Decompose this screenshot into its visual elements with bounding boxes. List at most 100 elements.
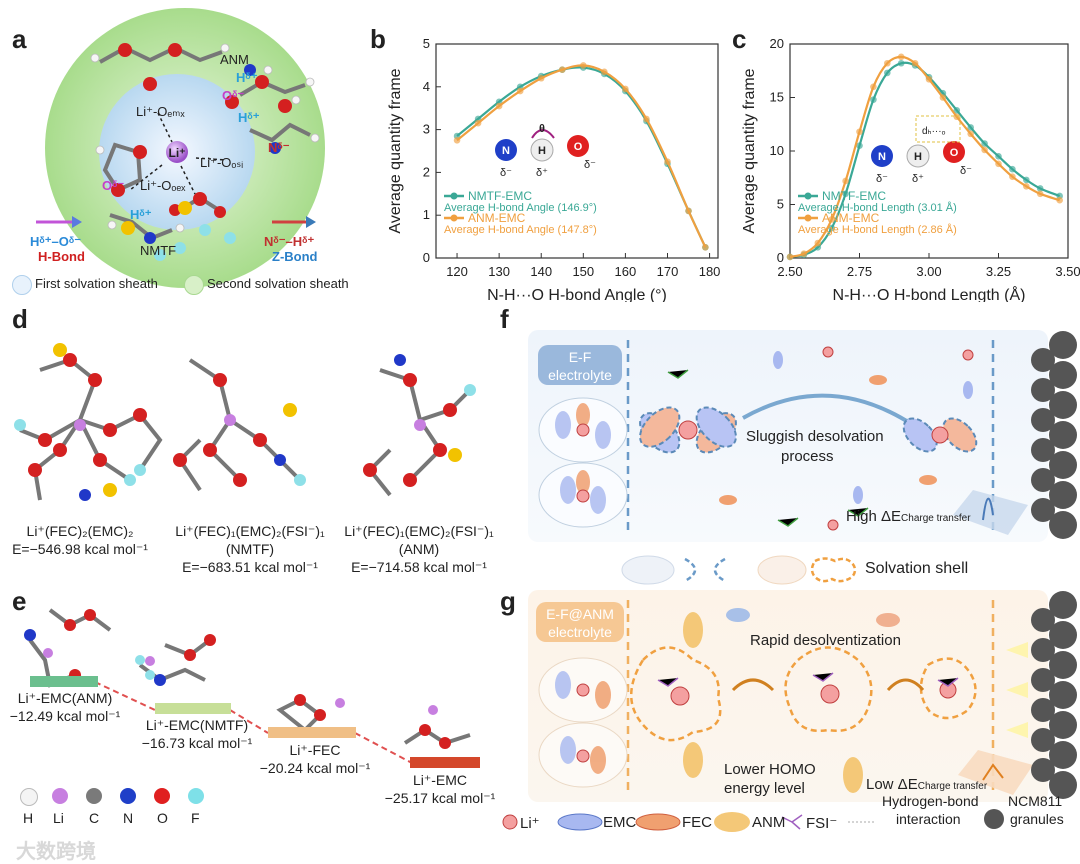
label-h-delta-plus-1: Hᵟ⁺ <box>236 70 258 85</box>
atom-label-c: C <box>89 810 100 826</box>
panel-e-binding-energy: Li⁺-EMC(ANM) −12.49 kcal mol⁻¹ Li⁺-EMC(N… <box>0 585 500 864</box>
g-rapid-label: Rapid desolventization <box>750 632 901 649</box>
cluster-3-sub: (ANM) <box>398 541 440 557</box>
atom-swatch-li <box>52 788 68 804</box>
chart-c-ytick-label: 5 <box>777 197 784 212</box>
chart-b-schematic-h-atom <box>530 138 554 162</box>
level-name-emc-anm: Li⁺-EMC(ANM) <box>17 690 113 706</box>
chart-b-series-point-1 <box>664 158 671 165</box>
chart-c-series-point-1 <box>1023 183 1030 190</box>
atom-swatch-n <box>120 788 136 804</box>
chart-b-legend-marker-0 <box>450 192 458 200</box>
solvation-shell-label: Solvation shell <box>865 560 969 577</box>
chart-b-schematic-angle-arc <box>531 129 555 139</box>
legend-g-ncm-line2: granules <box>1010 811 1064 827</box>
level-name-emc: Li⁺-EMC <box>412 772 468 788</box>
chart-c-series-point-0 <box>981 140 988 147</box>
chart-c-series-point-1 <box>842 177 849 185</box>
hbond-label: H-Bond <box>38 249 85 264</box>
chart-c-series-point-1 <box>884 59 891 67</box>
chart-b-schematic-n-label: N <box>502 145 510 157</box>
chart-c-schematic-o-atom <box>943 141 965 163</box>
atom-swatch-f <box>188 788 204 804</box>
legend-second-sheath-label: Second solvation sheath <box>207 276 349 291</box>
g-homo-line1: Lower HOMO <box>724 761 816 778</box>
panel-label-e: e <box>12 586 27 616</box>
panel-label-d: d <box>12 304 28 334</box>
legend-first-sheath-swatch <box>12 275 32 295</box>
chart-b-annotation-0: Average H-bond Angle (146.9°) <box>444 202 597 214</box>
chart-c-legend-label-1: ANM-EMC <box>822 211 880 225</box>
chart-b-series-point-1 <box>643 115 650 123</box>
chart-c-schematic-dminus-o: δ⁻ <box>960 165 972 177</box>
li-center-label: Li⁺ <box>169 146 186 160</box>
chart-c-schematic-dminus-n: δ⁻ <box>876 173 888 185</box>
level-name-emc-nmtf: Li⁺-EMC(NMTF) <box>145 717 249 733</box>
label-li-o-emc: Li⁺-Oₑₘₓ <box>136 104 185 119</box>
chart-c-series-point-1 <box>814 239 822 247</box>
panel-label-g: g <box>500 586 516 616</box>
cluster-2-formula: Li⁺(FEC)₁(EMC)₂(FSI⁻)₁ <box>175 523 325 539</box>
chart-c-ylabel: Average quantity frame <box>741 68 758 233</box>
chart-c-series-point-1 <box>995 160 1002 168</box>
chart-b-xtick-label: 160 <box>615 264 637 279</box>
chart-c-series-point-1 <box>1036 190 1044 198</box>
chart-b-xtick-label: 150 <box>572 264 594 279</box>
chart-b-schematic-o-label: O <box>574 141 583 153</box>
chart-c-ytick-label: 20 <box>770 36 784 51</box>
legend-g-fec: FEC <box>682 814 712 831</box>
cluster-1: Li⁺(FEC)₂(EMC)₂ E=−546.98 kcal mol⁻¹ <box>0 522 160 558</box>
chart-b-ytick-label: 2 <box>423 164 430 179</box>
level-bar-fec <box>268 727 356 738</box>
chart-b-schematic-o-atom <box>567 135 589 157</box>
chart-b-series-point-1 <box>453 137 461 144</box>
panel-a-solvation-diagram: Li⁺ Li⁺-Oₑₘₓ Li⁺-Oₒₛᵢ Li⁺-Oₒₑₓ ANM NMTF … <box>0 0 370 300</box>
chart-c-series-point-0 <box>897 59 905 67</box>
chart-c-series-point-0 <box>967 124 974 131</box>
g-low-prefix: Low ΔE <box>866 776 918 793</box>
chart-c-schematic-n-atom <box>871 145 893 167</box>
chart-b-schematic-dminus-n: δ⁻ <box>500 167 512 179</box>
chart-b-series-point-1 <box>495 102 503 110</box>
f-process-line2: process <box>781 448 834 465</box>
chart-c-schematic-o-label: O <box>950 147 959 159</box>
chart-b-ytick-label: 1 <box>423 207 430 222</box>
chart-c-ytick-label: 0 <box>777 250 784 265</box>
chart-c-schematic-h-atom <box>906 144 930 168</box>
solvation-shell-legend: Solvation shell <box>620 553 980 587</box>
atom-swatch-h <box>20 788 38 806</box>
label-h-delta-plus-2: Hᵟ⁺ <box>238 110 260 125</box>
g-low-charge-transfer: Low ΔECharge transfer <box>866 776 987 793</box>
chart-c-xtick-label: 3.00 <box>916 264 941 279</box>
chart-b-ytick-label: 0 <box>423 250 430 265</box>
legend-g-hbond-line1: Hydrogen-bond <box>882 793 979 809</box>
chart-b-xtick-label: 180 <box>699 264 721 279</box>
label-li-o-fsi: Li⁺-Oₒₛᵢ <box>200 155 244 170</box>
chart-c-legend-marker-0 <box>804 192 812 200</box>
label-nmtf: NMTF <box>140 243 177 258</box>
chart-b-schematic-dminus-o: δ⁻ <box>584 159 596 171</box>
chart-c-series-point-0 <box>828 224 835 232</box>
f-electrolyte-line1: E-F <box>568 349 592 365</box>
chart-c-annotation-1: Average H-bond Length (2.86 Å) <box>798 223 957 236</box>
chart-c-series-point-0 <box>995 153 1002 160</box>
legend-first-sheath-label: First solvation sheath <box>35 276 158 291</box>
atom-label-o: O <box>157 810 168 826</box>
level-bar-emc-nmtf <box>155 703 231 714</box>
chart-c-series-point-0 <box>856 142 863 149</box>
chart-c-series-point-1 <box>953 113 961 121</box>
atom-label-n: N <box>123 810 134 826</box>
level-energy-emc: −25.17 kcal mol⁻¹ <box>384 790 496 806</box>
chart-c-series-point-1 <box>786 253 794 261</box>
panel-label-a: a <box>12 24 27 54</box>
chart-c-series-point-0 <box>953 107 961 114</box>
chart-c-series-point-1 <box>870 83 877 91</box>
chart-c-series-point-0 <box>1023 176 1030 184</box>
chart-b-xtick-label: 140 <box>530 264 552 279</box>
chart-c-series-point-0 <box>842 190 849 198</box>
label-h-delta-plus-3: Hᵟ⁺ <box>130 207 152 222</box>
chart-b-ylabel: Average quantity frame <box>387 68 404 233</box>
panel-f-schematic: E-F electrolyte Sluggish desolvation pro… <box>528 330 1080 545</box>
chart-b-legend-label-0: NMTF-EMC <box>468 189 532 203</box>
chart-c-series-point-1 <box>981 146 988 154</box>
